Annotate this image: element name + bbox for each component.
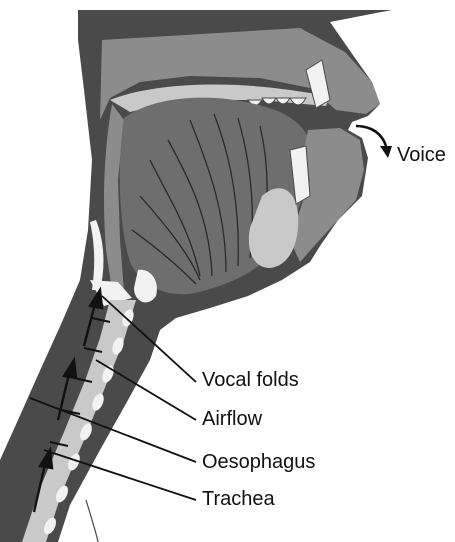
trachea-label: Trachea	[202, 489, 275, 509]
vocal-folds-label: Vocal folds	[202, 370, 299, 390]
voice-label: Voice	[397, 145, 446, 165]
airflow-label: Airflow	[202, 409, 262, 429]
neck-outline	[86, 500, 98, 542]
oesophagus-label: Oesophagus	[202, 452, 315, 472]
